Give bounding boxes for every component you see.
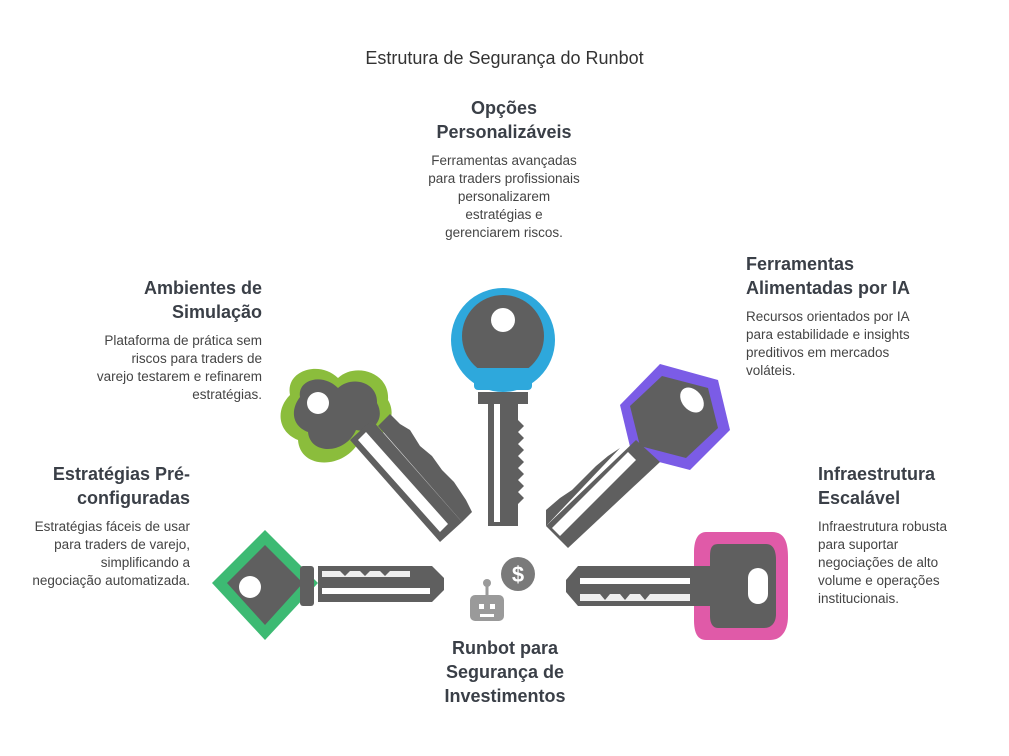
block-opcoes: Opções Personalizáveis Ferramentas avanç…	[414, 96, 594, 242]
heading-preconfig: Estratégias Pré-configuradas	[52, 464, 190, 508]
dollar-coin-icon: $	[501, 557, 535, 591]
svg-text:$: $	[512, 562, 524, 587]
key-opcoes	[451, 288, 555, 526]
desc-preconfig: Estratégias fáceis de usar para traders …	[32, 519, 190, 588]
desc-ia: Recursos orientados por IA para estabili…	[746, 309, 910, 378]
key-simulacao-hole	[307, 392, 329, 414]
key-infra-hole	[748, 568, 768, 604]
key-opcoes-blade	[488, 404, 518, 526]
page-title: Estrutura de Segurança do Runbot	[365, 48, 644, 68]
desc-opcoes: Ferramentas avançadas para traders profi…	[428, 153, 580, 240]
heading-opcoes: Opções Personalizáveis	[436, 98, 572, 142]
heading-ia: Ferramentas Alimentadas por IA	[746, 254, 911, 298]
block-ia: Ferramentas Alimentadas por IA Recursos …	[746, 252, 916, 380]
key-ia	[546, 364, 730, 548]
robot-icon	[470, 579, 504, 621]
block-infra: Infraestrutura Escalável Infraestrutura …	[818, 462, 973, 608]
desc-infra: Infraestrutura robusta para suportar neg…	[818, 519, 948, 606]
key-simulacao	[280, 368, 472, 542]
heading-infra: Infraestrutura Escalável	[818, 464, 936, 508]
key-preconfig-hole	[239, 576, 261, 598]
block-preconfig: Estratégias Pré-configuradas Estratégias…	[30, 462, 190, 590]
desc-simulacao: Plataforma de prática sem riscos para tr…	[96, 333, 262, 402]
key-infra	[566, 532, 788, 640]
block-simulacao: Ambientes de Simulação Plataforma de prá…	[92, 276, 262, 404]
center-label: Runbot para Segurança de Investimentos	[444, 638, 566, 706]
key-preconfig	[212, 530, 444, 640]
heading-simulacao: Ambientes de Simulação	[143, 278, 262, 322]
key-ia-hole	[680, 387, 704, 413]
key-opcoes-hole	[491, 308, 515, 332]
